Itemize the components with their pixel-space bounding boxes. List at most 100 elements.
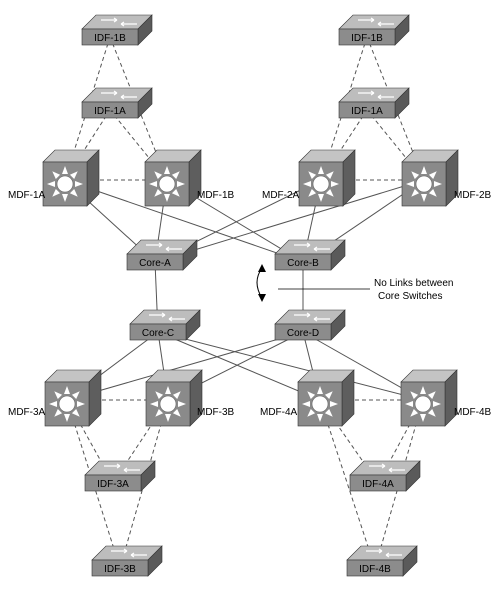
router-label: MDF-1A	[8, 190, 46, 201]
switch-label: IDF-4B	[359, 564, 391, 575]
switch-label: Core-D	[287, 328, 319, 339]
switch-front-face	[81, 28, 139, 46]
router-arrow-icon	[307, 408, 316, 417]
router-center-icon	[158, 175, 176, 193]
router-arrow-icon	[165, 414, 171, 422]
dashed-link-idf1a-right-mdf2b	[366, 109, 425, 181]
router-arrow-icon	[318, 194, 324, 202]
router-arrow-icon	[420, 386, 426, 394]
router-arrow-icon	[164, 166, 170, 174]
switch-front-face	[346, 559, 404, 577]
annotation-arrowhead-up	[258, 264, 266, 272]
router-center-icon	[159, 395, 177, 413]
router-arrow-icon	[318, 166, 324, 174]
router-arrow-icon	[421, 166, 427, 174]
switch-idf1a-right: IDF-1A	[338, 87, 410, 119]
router-arrow-icon	[303, 181, 311, 187]
switch-idf4a: IDF-4A	[349, 460, 421, 492]
router-arrow-icon	[325, 171, 334, 180]
router-mdf3b	[145, 369, 203, 427]
router-arrow-icon	[47, 181, 55, 187]
switch-arrows-icon	[294, 242, 330, 252]
switch-core-d: Core-D	[274, 309, 346, 341]
solid-link-mdf1a-core-b	[64, 179, 304, 263]
switch-label: Core-C	[142, 328, 174, 339]
router-arrow-icon	[302, 401, 310, 407]
switch-idf3b: IDF-3B	[91, 545, 163, 577]
switch-label: IDF-1B	[351, 33, 383, 44]
switch-arrows-icon	[358, 17, 394, 27]
router-center-icon	[415, 175, 433, 193]
router-mdf4b	[400, 369, 458, 427]
router-arrow-icon	[69, 171, 78, 180]
router-arrow-icon	[428, 188, 437, 197]
switch-label: IDF-1A	[351, 106, 383, 117]
annotation-arrow	[256, 267, 263, 299]
switch-arrows-icon	[104, 463, 140, 473]
router-arrow-icon	[64, 414, 70, 422]
router-arrow-icon	[317, 386, 323, 394]
annotation-line-2: Core Switches	[378, 291, 442, 302]
switch-idf1b-right: IDF-1B	[338, 14, 410, 46]
router-label: MDF-4B	[454, 407, 492, 418]
switch-core-b: Core-B	[274, 239, 346, 271]
switch-front-face	[349, 474, 407, 492]
router-mdf3a	[44, 369, 102, 427]
switch-front-face	[338, 28, 396, 46]
router-arrow-icon	[177, 181, 185, 187]
router-arrow-icon	[62, 194, 68, 202]
switch-front-face	[91, 559, 149, 577]
switch-arrows-icon	[358, 90, 394, 100]
router-arrow-icon	[317, 414, 323, 422]
router-arrow-icon	[178, 401, 186, 407]
router-center-icon	[56, 175, 74, 193]
router-arrow-icon	[155, 391, 164, 400]
switch-label: IDF-1A	[94, 106, 126, 117]
router-arrow-icon	[165, 386, 171, 394]
solid-link-core-c-mdf4a	[157, 331, 321, 401]
router-mdf1a	[42, 149, 100, 207]
router-arrow-icon	[69, 188, 78, 197]
router-arrow-icon	[308, 188, 317, 197]
switch-core-a: Core-A	[126, 239, 198, 271]
annotation-line-1: No Links between	[374, 278, 454, 289]
solid-link-core-c-mdf4b	[157, 331, 424, 401]
router-label: MDF-1B	[197, 190, 235, 201]
switch-arrows-icon	[111, 548, 147, 558]
router-arrow-icon	[324, 408, 333, 417]
router-arrow-icon	[71, 391, 80, 400]
router-arrow-icon	[330, 401, 338, 407]
router-arrow-icon	[75, 181, 83, 187]
router-arrow-icon	[308, 171, 317, 180]
router-arrow-icon	[410, 391, 419, 400]
switch-arrows-icon	[369, 463, 405, 473]
annotation-arrowhead-down	[258, 294, 266, 302]
router-arrow-icon	[434, 181, 442, 187]
switch-front-face	[274, 253, 332, 271]
switch-label: Core-A	[139, 258, 171, 269]
router-arrow-icon	[324, 391, 333, 400]
router-arrow-icon	[428, 171, 437, 180]
router-arrow-icon	[433, 401, 441, 407]
router-arrow-icon	[154, 171, 163, 180]
switch-idf4b: IDF-4B	[346, 545, 418, 577]
router-arrow-icon	[172, 408, 181, 417]
switch-idf3a: IDF-3A	[84, 460, 156, 492]
router-arrow-icon	[62, 166, 68, 174]
router-center-icon	[311, 395, 329, 413]
switch-front-face	[338, 101, 396, 119]
router-arrow-icon	[172, 391, 181, 400]
solid-link-mdf2b-core-a	[154, 179, 425, 263]
router-arrow-icon	[427, 391, 436, 400]
switch-front-face	[274, 323, 332, 341]
switch-label: IDF-1B	[94, 33, 126, 44]
dashed-link-idf4b-mdf4a	[319, 399, 376, 569]
switch-arrows-icon	[294, 312, 330, 322]
router-arrow-icon	[421, 194, 427, 202]
router-arrow-icon	[171, 171, 180, 180]
router-arrow-icon	[154, 188, 163, 197]
router-label: MDF-2B	[454, 190, 492, 201]
switch-idf1a-left: IDF-1A	[81, 87, 153, 119]
router-arrow-icon	[149, 181, 157, 187]
